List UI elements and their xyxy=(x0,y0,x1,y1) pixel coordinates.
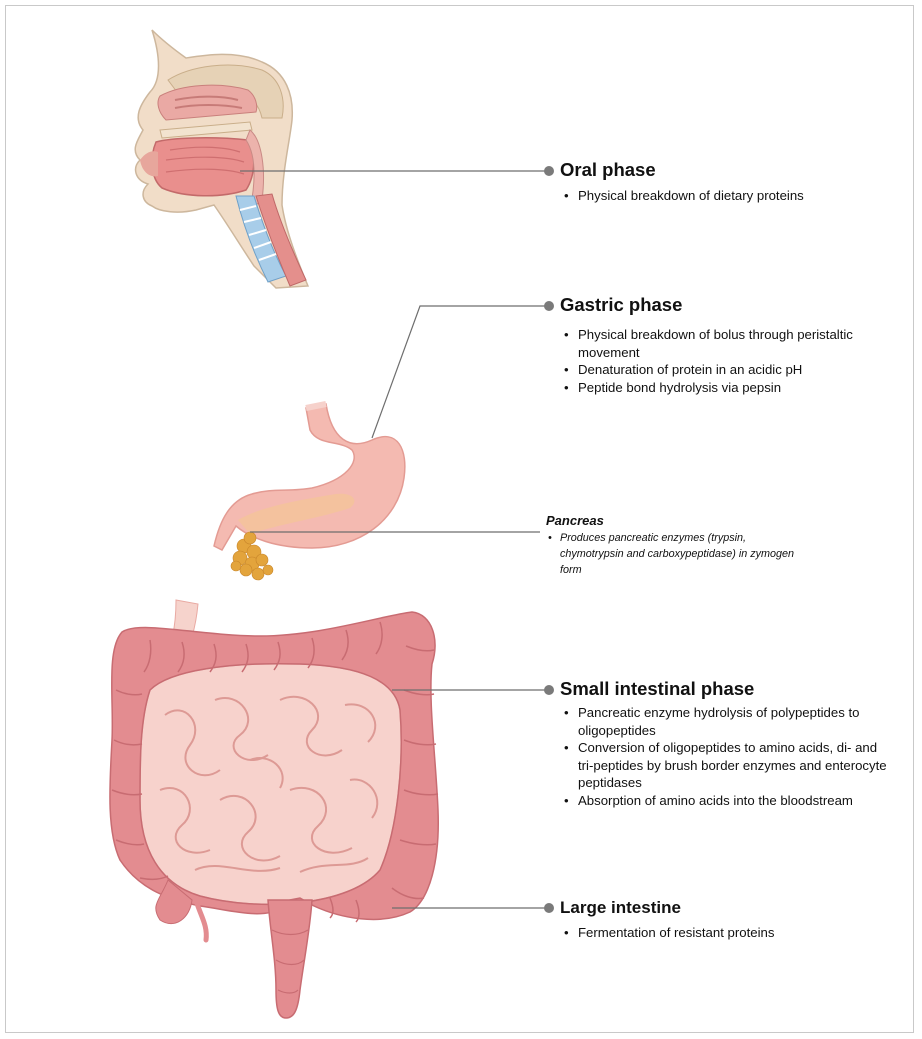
oral-phase-block: Oral phase Physical breakdown of dietary… xyxy=(560,159,890,205)
list-item: Conversion of oligopeptides to amino aci… xyxy=(560,739,895,792)
oral-phase-list: Physical breakdown of dietary proteins xyxy=(560,187,890,205)
head-illustration xyxy=(135,30,308,288)
oral-phase-title: Oral phase xyxy=(560,159,890,181)
pancreas-block: Pancreas Produces pancreatic enzymes (tr… xyxy=(546,513,796,578)
connector-gastric xyxy=(372,306,546,438)
list-item: Physical breakdown of bolus through peri… xyxy=(560,326,880,361)
list-item: Pancreatic enzyme hydrolysis of polypept… xyxy=(560,704,895,739)
pancreas-title: Pancreas xyxy=(546,513,796,529)
large-intestine-title: Large intestine xyxy=(560,897,880,919)
dot-gastric xyxy=(544,301,554,311)
dot-large-intestine xyxy=(544,903,554,913)
list-item: Physical breakdown of dietary proteins xyxy=(560,187,890,205)
gastric-phase-block: Gastric phase Physical breakdown of bolu… xyxy=(560,294,880,396)
gastric-phase-list: Physical breakdown of bolus through peri… xyxy=(560,326,880,396)
gastric-phase-title: Gastric phase xyxy=(560,294,880,316)
pancreas-list: Produces pancreatic enzymes (trypsin, ch… xyxy=(546,530,796,578)
small-intestinal-phase-list: Pancreatic enzyme hydrolysis of polypept… xyxy=(560,704,895,809)
list-item: Fermentation of resistant proteins xyxy=(560,924,880,942)
dot-small-intestine xyxy=(544,685,554,695)
intestines-illustration xyxy=(110,600,438,1018)
list-item: Denaturation of protein in an acidic pH xyxy=(560,361,880,379)
small-intestinal-phase-title: Small intestinal phase xyxy=(560,678,895,700)
list-item: Produces pancreatic enzymes (trypsin, ch… xyxy=(546,530,796,578)
list-item: Peptide bond hydrolysis via pepsin xyxy=(560,379,880,397)
list-item: Absorption of amino acids into the blood… xyxy=(560,792,895,810)
dot-oral xyxy=(544,166,554,176)
small-intestinal-phase-block: Small intestinal phase Pancreatic enzyme… xyxy=(560,678,895,809)
stomach-illustration xyxy=(214,404,405,580)
large-intestine-list: Fermentation of resistant proteins xyxy=(560,924,880,942)
large-intestine-block: Large intestine Fermentation of resistan… xyxy=(560,897,880,942)
